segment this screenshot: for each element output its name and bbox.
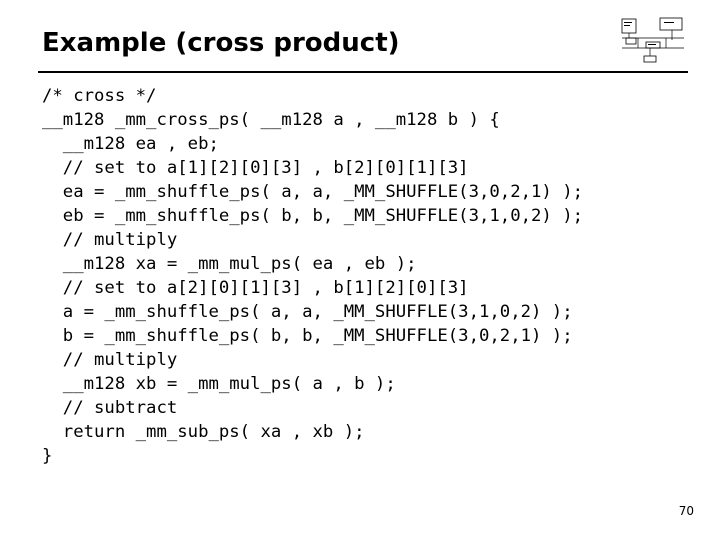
code-line: // multiply: [42, 230, 178, 250]
code-line: // subtract: [42, 398, 178, 418]
block-diagram-logo: [621, 17, 684, 63]
code-line: __m128 _mm_cross_ps( __m128 a , __m128 b…: [42, 110, 500, 130]
code-line: // multiply: [42, 350, 178, 370]
code-line: // set to a[1][2][0][3] , b[2][0][1][3]: [42, 158, 469, 178]
page-number: 70: [678, 504, 694, 518]
code-line: }: [42, 446, 53, 466]
code-line: __m128 xa = _mm_mul_ps( ea , eb );: [42, 254, 417, 274]
code-block: /* cross */ __m128 _mm_cross_ps( __m128 a…: [42, 84, 583, 468]
code-line: ea = _mm_shuffle_ps( a, a, _MM_SHUFFLE(3…: [42, 182, 584, 202]
code-line: b = _mm_shuffle_ps( b, b, _MM_SHUFFLE(3,…: [42, 326, 573, 346]
code-line: a = _mm_shuffle_ps( a, a, _MM_SHUFFLE(3,…: [42, 302, 573, 322]
code-line: eb = _mm_shuffle_ps( b, b, _MM_SHUFFLE(3…: [42, 206, 584, 226]
slide-title: Example (cross product): [42, 28, 400, 58]
code-line: /* cross */: [42, 86, 157, 106]
code-line: // set to a[2][0][1][3] , b[1][2][0][3]: [42, 278, 469, 298]
title-underline: [38, 71, 688, 73]
code-line: __m128 ea , eb;: [42, 134, 219, 154]
code-line: return _mm_sub_ps( xa , xb );: [42, 422, 365, 442]
code-line: __m128 xb = _mm_mul_ps( a , b );: [42, 374, 396, 394]
